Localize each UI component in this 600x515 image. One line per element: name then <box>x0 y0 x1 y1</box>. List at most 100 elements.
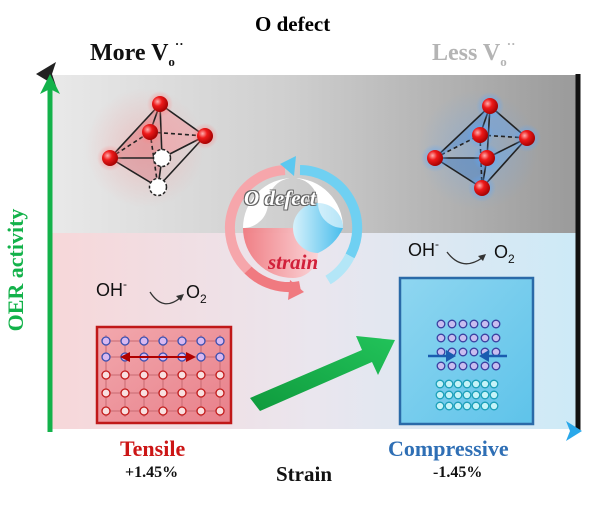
compressive-lattice <box>398 276 535 426</box>
lattice-atom <box>177 370 187 380</box>
lattice-atom <box>215 352 225 362</box>
less-vo-sup: ·· <box>506 36 516 51</box>
lattice-atom <box>215 370 225 380</box>
less-vo-label: Less Vo·· <box>432 36 515 69</box>
lattice-atom <box>196 352 206 362</box>
compressive-arrowhead-right <box>479 350 489 362</box>
lattice-atom <box>447 319 457 329</box>
more-vo-label: More Vo ·· <box>90 36 184 69</box>
lattice-atom <box>469 347 479 357</box>
lattice-atom <box>471 401 481 411</box>
lattice-atom <box>469 319 479 329</box>
lattice-atom <box>435 401 445 411</box>
tensile-label: Tensile <box>120 436 186 461</box>
lattice-atom <box>480 390 490 400</box>
reaction-right-product-wrap: O2 <box>494 242 515 266</box>
reaction-right-charge: - <box>435 237 439 251</box>
reaction-arc-left <box>149 291 181 305</box>
lattice-atom <box>444 401 454 411</box>
tensile-arrowhead-right <box>186 352 196 362</box>
y-axis-arrowhead <box>40 74 60 94</box>
lattice-atom <box>435 390 445 400</box>
reaction-left: OH- <box>96 277 127 301</box>
more-vo-text: More V <box>90 40 169 66</box>
more-vo-sup: ·· <box>174 36 184 51</box>
lattice-atom <box>120 406 130 416</box>
lattice-atom <box>491 347 501 357</box>
compressive-value: -1.45% <box>433 464 483 481</box>
lattice-atom <box>177 388 187 398</box>
lattice-atom <box>120 336 130 346</box>
lattice-atom <box>444 379 454 389</box>
tensile-value: +1.45% <box>125 464 179 481</box>
reaction-arc-right-head <box>478 254 486 261</box>
lattice-atom <box>101 406 111 416</box>
lattice-atom <box>215 336 225 346</box>
lattice-atom <box>215 388 225 398</box>
lattice-atom <box>491 361 501 371</box>
compressive-label: Compressive <box>388 436 509 461</box>
reaction-left-product: O <box>186 282 201 302</box>
lattice-atom <box>101 352 111 362</box>
lattice-atom <box>458 361 468 371</box>
lattice-atom <box>471 379 481 389</box>
big-green-arrow <box>250 336 395 411</box>
reaction-arc-right <box>446 251 483 265</box>
lattice-atom <box>489 390 499 400</box>
reaction-right: OH- <box>408 237 439 261</box>
lattice-atom <box>215 406 225 416</box>
reaction-right-product: O <box>494 242 509 262</box>
lattice-atom <box>489 379 499 389</box>
defect-strain-cycle <box>224 156 363 300</box>
lattice-atom <box>436 361 446 371</box>
lattice-atom <box>462 390 472 400</box>
reaction-right-subscript: 2 <box>508 252 515 266</box>
octahedron-left <box>85 88 218 208</box>
lattice-atom <box>436 347 446 357</box>
lattice-atom <box>139 336 149 346</box>
less-vo-text: Less V <box>432 40 501 66</box>
reaction-right-reactant: OH <box>408 240 435 260</box>
lattice-atom <box>471 390 481 400</box>
lattice-atom <box>458 347 468 357</box>
cycle-bottom-label: strain <box>268 250 319 274</box>
reaction-left-product-wrap: O2 <box>186 282 207 306</box>
reaction-left-reactant: OH <box>96 280 123 300</box>
lattice-atom <box>436 319 446 329</box>
lattice-atom <box>480 319 490 329</box>
lattice-atom <box>491 319 501 329</box>
lattice-atom <box>177 336 187 346</box>
lattice-atom <box>196 388 206 398</box>
lattice-atom <box>435 379 445 389</box>
lattice-atom <box>139 370 149 380</box>
lattice-atom <box>139 388 149 398</box>
reaction-arc-left-head <box>176 294 184 301</box>
compressive-grid <box>435 319 501 411</box>
lattice-atom <box>196 406 206 416</box>
lattice-atom <box>480 379 490 389</box>
top-title: O defect <box>255 12 331 36</box>
lattice-atom <box>436 333 446 343</box>
lattice-atom <box>120 388 130 398</box>
lattice-atom <box>491 333 501 343</box>
lattice-atom <box>489 401 499 411</box>
x-axis-arrowhead <box>566 421 582 441</box>
cycle-top-label: O defect <box>244 186 316 210</box>
tensile-arrowhead-left <box>120 352 130 362</box>
lattice-atom <box>458 333 468 343</box>
lattice-atom <box>453 379 463 389</box>
lattice-atom <box>480 361 490 371</box>
reaction-left-charge: - <box>123 277 127 291</box>
lattice-atom <box>158 406 168 416</box>
tensile-lattice <box>95 325 233 425</box>
more-vo-sub: o <box>168 54 175 69</box>
lattice-atom <box>480 333 490 343</box>
y-axis-label: OER activity <box>3 208 28 332</box>
cycle-arrowhead-top <box>280 156 296 176</box>
lattice-atom <box>469 361 479 371</box>
lattice-atom <box>480 401 490 411</box>
lattice-atom <box>158 336 168 346</box>
lattice-atom <box>177 406 187 416</box>
